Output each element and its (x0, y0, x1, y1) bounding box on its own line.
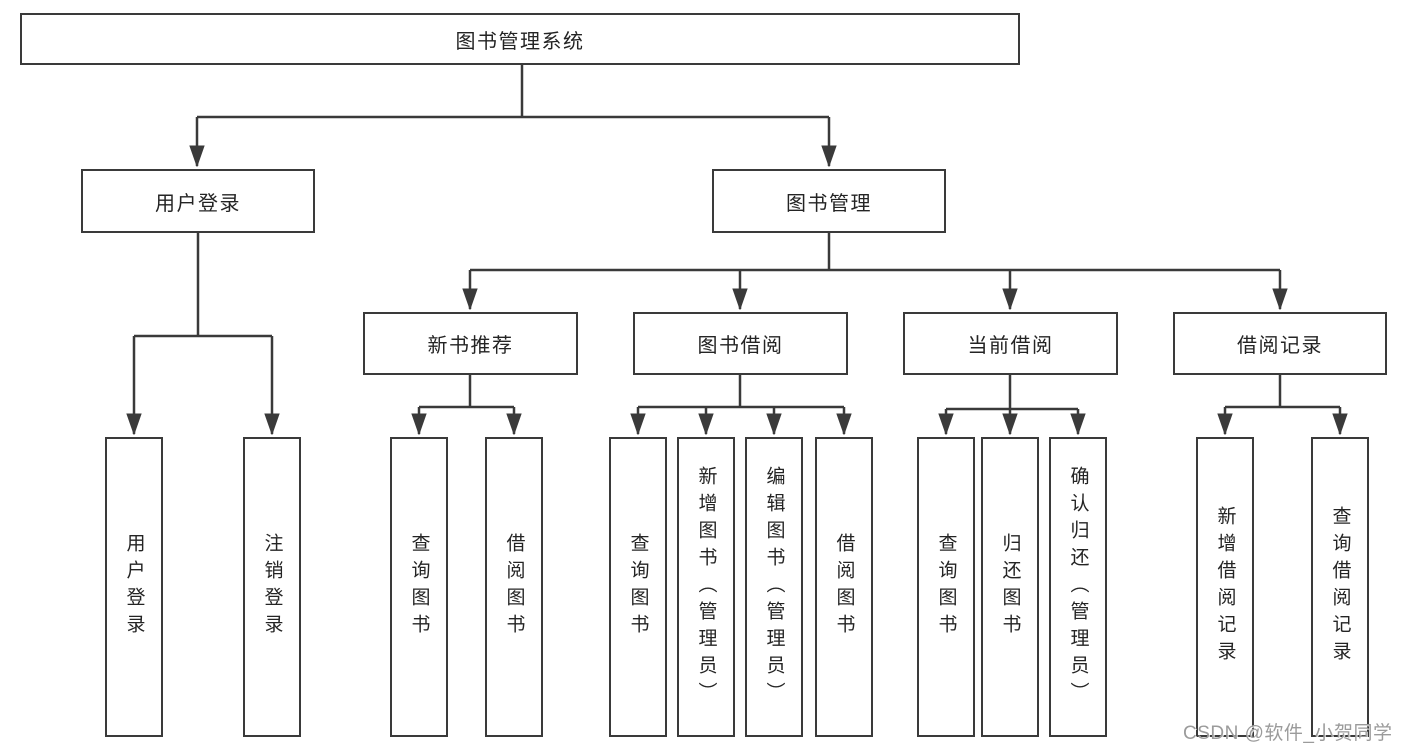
node-borrow-records: 借阅记录 (1173, 312, 1387, 375)
leaf-borrow-add-books-admin: 新增图书（管理员） (677, 437, 735, 737)
node-book-management: 图书管理 (712, 169, 946, 233)
connectors-user-login (134, 233, 272, 434)
leaf-label: 查询图书 (627, 533, 649, 641)
node-label: 图书管理 (786, 192, 872, 215)
node-library-management-system: 图书管理系统 (20, 13, 1020, 65)
connectors-book-management (470, 233, 1280, 309)
leaf-current-confirm-return-admin: 确认归还（管理员） (1049, 437, 1107, 737)
leaf-label: 查询图书 (935, 533, 957, 641)
leaf-label: 借阅图书 (833, 533, 855, 641)
leaf-label: 新增图书（管理员） (695, 465, 717, 709)
node-label: 新书推荐 (427, 335, 514, 357)
leaf-label: 借阅图书 (503, 533, 525, 641)
leaf-add-borrow-record: 新增借阅记录 (1196, 437, 1254, 737)
connectors-current-borrow (946, 375, 1078, 434)
node-book-borrow: 图书借阅 (633, 312, 848, 375)
node-label: 用户登录 (155, 192, 241, 215)
connectors-new-book-recommend (419, 375, 514, 434)
node-label: 借阅记录 (1237, 335, 1323, 357)
leaf-current-return-books: 归还图书 (981, 437, 1039, 737)
node-label: 图书借阅 (697, 335, 784, 357)
leaf-recommend-query-books: 查询图书 (390, 437, 448, 737)
leaf-label: 查询借阅记录 (1329, 506, 1351, 668)
node-label: 图书管理系统 (455, 30, 585, 53)
leaf-label: 归还图书 (999, 533, 1021, 641)
leaf-borrow-borrow-books: 借阅图书 (815, 437, 873, 737)
leaf-user-login: 用户登录 (105, 437, 163, 737)
leaf-current-query-books: 查询图书 (917, 437, 975, 737)
leaf-borrow-query-books: 查询图书 (609, 437, 667, 737)
leaf-label: 用户登录 (123, 533, 145, 641)
node-label: 当前借阅 (967, 335, 1054, 357)
connectors-book-borrow (638, 375, 844, 434)
csdn-watermark: CSDN @软件_小贺同学 (1183, 723, 1393, 744)
leaf-label: 新增借阅记录 (1214, 506, 1236, 668)
node-new-book-recommend: 新书推荐 (363, 312, 578, 375)
leaf-query-borrow-record: 查询借阅记录 (1311, 437, 1369, 737)
leaf-recommend-borrow-books: 借阅图书 (485, 437, 543, 737)
leaf-borrow-edit-books-admin: 编辑图书（管理员） (745, 437, 803, 737)
leaf-label: 查询图书 (408, 533, 430, 641)
leaf-label: 注销登录 (261, 533, 283, 641)
leaf-logout: 注销登录 (243, 437, 301, 737)
leaf-label: 编辑图书（管理员） (763, 465, 785, 709)
connectors-borrow-records (1225, 375, 1340, 434)
node-user-login: 用户登录 (81, 169, 315, 233)
connectors-root (197, 65, 829, 166)
node-current-borrow: 当前借阅 (903, 312, 1118, 375)
leaf-label: 确认归还（管理员） (1067, 465, 1089, 709)
